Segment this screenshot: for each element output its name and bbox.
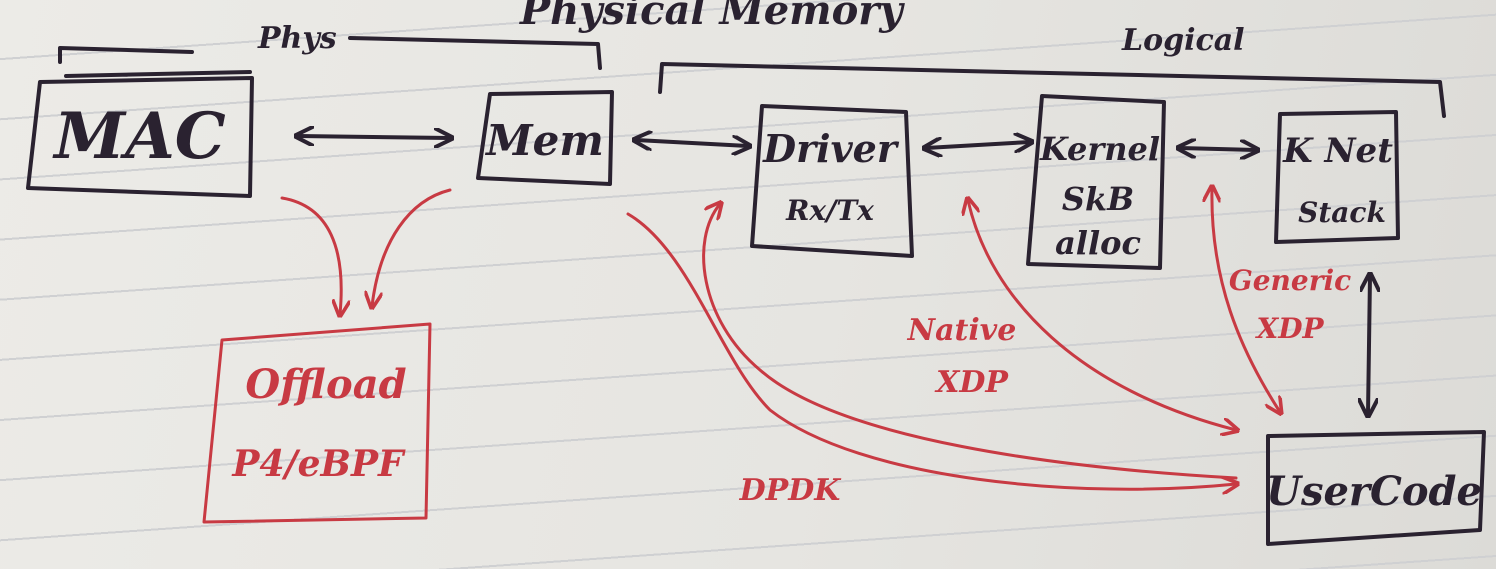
mac-node: MAC (26, 70, 254, 198)
knet-sublabel: Stack (1298, 196, 1386, 229)
mac-mem-arrow (298, 136, 450, 138)
mem-label: Mem (484, 116, 604, 165)
driver-node: Driver Rx/Tx (750, 104, 914, 258)
dpdk-path-to-driver (702, 204, 1238, 480)
knet-usercode-arrow (1368, 276, 1370, 414)
kernel-label: Kernel (1039, 130, 1160, 168)
mem-box (476, 90, 614, 186)
usercode-node: UserCode (1266, 430, 1486, 546)
generic-xdp-sublabel: XDP (1254, 312, 1324, 345)
usercode-label: UserCode (1266, 468, 1482, 515)
driver-label: Driver (762, 126, 900, 171)
kernel-sublabel-skb: SkB (1062, 180, 1134, 218)
mac-to-offload-arrow (280, 196, 341, 314)
offload-label: Offload (245, 361, 406, 408)
dpdk-path-from-mem (626, 212, 1236, 489)
offload-sublabel: P4/eBPF (231, 443, 406, 485)
native-xdp-path (968, 200, 1236, 430)
knet-node: K Net Stack (1274, 110, 1400, 244)
mac-label: MAC (52, 99, 226, 174)
offload-to-mac-arrow (372, 188, 452, 306)
knet-label: K Net (1282, 131, 1393, 171)
kernel-sublabel-alloc: alloc (1055, 224, 1141, 262)
mac-box (26, 70, 254, 198)
driver-kernel-arrow (926, 142, 1030, 148)
kernel-knet-arrow (1180, 148, 1256, 150)
logical-label: Logical (1121, 23, 1245, 58)
phys-bracket (58, 36, 602, 70)
dpdk-label: DPDK (739, 473, 843, 508)
kernel-node: Kernel SkB alloc (1026, 94, 1166, 270)
top-title: Physical Memory (519, 0, 905, 34)
mem-node: Mem (476, 90, 614, 186)
usercode-box (1266, 430, 1486, 546)
driver-sublabel: Rx/Tx (785, 194, 874, 227)
driver-box (750, 104, 914, 258)
logical-bracket (658, 62, 1446, 118)
native-xdp-label: Native (907, 313, 1017, 348)
offload-box (202, 322, 432, 524)
native-xdp-sublabel: XDP (934, 365, 1009, 400)
generic-xdp-path (1212, 188, 1280, 412)
mem-driver-arrow (636, 140, 748, 146)
generic-xdp-label: Generic (1229, 264, 1351, 297)
phys-label: Phys (257, 21, 337, 56)
offload-node: Offload P4/eBPF (202, 322, 432, 524)
